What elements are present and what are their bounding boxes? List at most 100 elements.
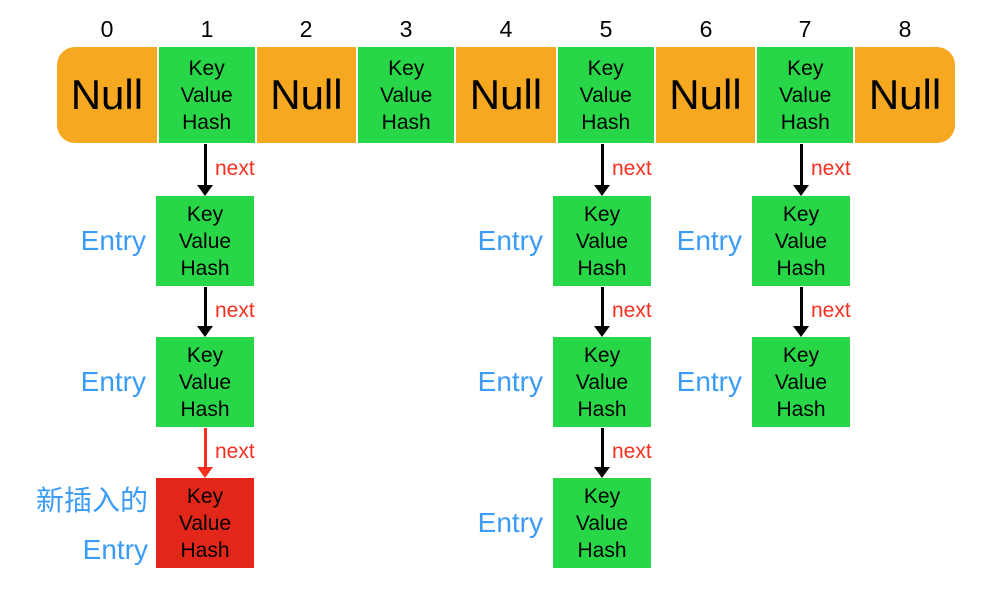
bucket-index-label-8: 8 bbox=[898, 16, 912, 42]
value-line: Value bbox=[774, 370, 828, 394]
bucket-cell-2: Null bbox=[257, 47, 357, 143]
key-line: Key bbox=[583, 202, 621, 226]
bucket-array: Null Key Value Hash Null Key Value Hash … bbox=[57, 47, 955, 143]
key-line: Key bbox=[782, 343, 820, 367]
next-arrow-head-icon bbox=[793, 326, 809, 337]
next-arrow bbox=[204, 287, 207, 327]
null-label: Null bbox=[669, 71, 742, 118]
hash-line: Hash bbox=[381, 110, 431, 134]
bucket-cell-8: Null bbox=[855, 47, 955, 143]
new-entry-side-label: 新插入的 Entry bbox=[18, 476, 148, 574]
next-arrow bbox=[601, 287, 604, 327]
bucket-index-label-2: 2 bbox=[299, 16, 313, 42]
next-arrow-head-icon bbox=[793, 185, 809, 196]
value-line: Value bbox=[575, 370, 629, 394]
next-arrow-head-red-icon bbox=[197, 467, 213, 478]
value-line: Value bbox=[575, 229, 629, 253]
bucket-index-label-6: 6 bbox=[699, 16, 713, 42]
next-arrow-head-icon bbox=[594, 467, 610, 478]
next-pointer-label: next bbox=[215, 440, 255, 463]
value-line: Value bbox=[180, 83, 233, 107]
bucket-cell-5: Key Value Hash bbox=[555, 47, 656, 143]
hash-line: Hash bbox=[180, 256, 230, 280]
value-line: Value bbox=[178, 370, 232, 394]
entry-node: Key Value Hash bbox=[752, 196, 850, 286]
new-entry-node: Key Value Hash bbox=[156, 478, 254, 568]
key-line: Key bbox=[583, 343, 621, 367]
entry-node: Key Value Hash bbox=[553, 196, 651, 286]
null-label: Null bbox=[469, 71, 543, 118]
next-arrow bbox=[601, 428, 604, 468]
next-pointer-label: next bbox=[811, 299, 851, 322]
next-pointer-label: next bbox=[811, 157, 851, 180]
entry-side-label: Entry bbox=[477, 366, 543, 397]
bucket-index-label-5: 5 bbox=[599, 16, 613, 42]
next-arrow-head-icon bbox=[594, 185, 610, 196]
bucket-index-label-1: 1 bbox=[200, 16, 214, 42]
next-arrow bbox=[800, 144, 803, 186]
key-line: Key bbox=[587, 56, 624, 80]
bucket-index-label-0: 0 bbox=[100, 16, 114, 42]
bucket-cell-0: Null bbox=[57, 47, 157, 143]
bucket-cell-3: Key Value Hash bbox=[356, 47, 457, 143]
key-line: Key bbox=[188, 56, 225, 80]
next-pointer-label: next bbox=[612, 440, 652, 463]
hash-line: Hash bbox=[776, 397, 826, 421]
entry-side-label: Entry bbox=[477, 225, 543, 256]
next-arrow bbox=[800, 287, 803, 327]
null-label: Null bbox=[70, 71, 144, 118]
value-line: Value bbox=[178, 511, 232, 535]
value-line: Value bbox=[579, 83, 632, 107]
key-line: Key bbox=[186, 484, 224, 508]
null-label: Null bbox=[270, 71, 343, 118]
next-pointer-label: next bbox=[612, 299, 652, 322]
entry-side-label: Entry bbox=[80, 225, 146, 256]
hash-line: Hash bbox=[780, 110, 830, 134]
entry-side-label: Entry bbox=[676, 225, 742, 256]
hash-line: Hash bbox=[180, 538, 230, 562]
next-pointer-label: next bbox=[612, 157, 652, 180]
entry-side-label: Entry bbox=[80, 366, 146, 397]
entry-side-label: Entry bbox=[676, 366, 742, 397]
new-entry-label-line1: 新插入的 bbox=[35, 485, 148, 516]
new-entry-label-line2: Entry bbox=[82, 534, 148, 565]
bucket-cell-6: Null bbox=[656, 47, 756, 143]
hash-line: Hash bbox=[577, 538, 627, 562]
key-line: Key bbox=[186, 202, 224, 226]
bucket-index-label-4: 4 bbox=[499, 16, 513, 42]
value-line: Value bbox=[380, 83, 433, 107]
entry-node: Key Value Hash bbox=[553, 337, 651, 427]
value-line: Value bbox=[779, 83, 832, 107]
bucket-index-label-7: 7 bbox=[798, 16, 812, 42]
hash-line: Hash bbox=[776, 256, 826, 280]
hash-line: Hash bbox=[577, 256, 627, 280]
next-pointer-label: next bbox=[215, 299, 255, 322]
key-line: Key bbox=[186, 343, 224, 367]
next-arrow bbox=[601, 144, 604, 186]
next-pointer-label: next bbox=[215, 157, 255, 180]
entry-side-label: Entry bbox=[477, 507, 543, 538]
value-line: Value bbox=[575, 511, 629, 535]
bucket-index-label-3: 3 bbox=[399, 16, 413, 42]
key-line: Key bbox=[787, 56, 824, 80]
value-line: Value bbox=[774, 229, 828, 253]
hash-line: Hash bbox=[180, 397, 230, 421]
next-arrow bbox=[204, 144, 207, 186]
hash-line: Hash bbox=[577, 397, 627, 421]
entry-node: Key Value Hash bbox=[752, 337, 850, 427]
next-arrow-head-icon bbox=[594, 326, 610, 337]
next-arrow-head-icon bbox=[197, 185, 213, 196]
entry-node: Key Value Hash bbox=[156, 196, 254, 286]
bucket-cell-4: Null bbox=[456, 47, 556, 143]
entry-node: Key Value Hash bbox=[553, 478, 651, 568]
hash-line: Hash bbox=[182, 110, 232, 134]
null-label: Null bbox=[868, 71, 942, 118]
value-line: Value bbox=[178, 229, 232, 253]
key-line: Key bbox=[388, 56, 425, 80]
bucket-cell-7: Key Value Hash bbox=[755, 47, 856, 143]
bucket-cell-1: Key Value Hash bbox=[156, 47, 257, 143]
hash-line: Hash bbox=[581, 110, 631, 134]
key-line: Key bbox=[583, 484, 621, 508]
next-arrow-red bbox=[204, 428, 207, 468]
